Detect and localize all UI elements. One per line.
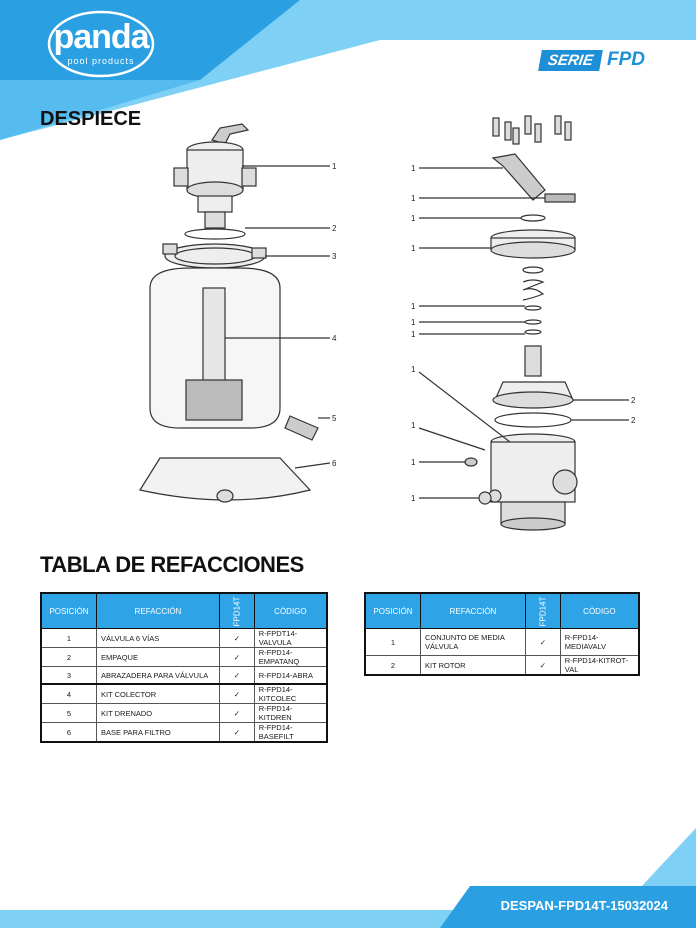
callout-right-4: 1 xyxy=(411,244,416,253)
callout-right-1: 1 xyxy=(411,164,416,173)
series-badge: SERIE FPD xyxy=(538,48,646,72)
col-header-code: CÓDIGO xyxy=(253,592,328,629)
document-code: DESPAN-FPD14T-15032024 xyxy=(500,898,668,913)
exploded-view-title: DESPIECE xyxy=(40,108,142,130)
callout-right-11: 1 xyxy=(411,421,416,430)
col-header-position: POSICIÓN xyxy=(364,592,421,629)
valve-exploded-diagram: 1 1 1 1 1 1 1 1 2 2 1 1 1 xyxy=(411,115,636,531)
footer-banner xyxy=(0,828,696,928)
col-header-position: POSICIÓN xyxy=(40,592,97,629)
brand-name: panda xyxy=(53,18,149,56)
col-header-part: REFACCIÓN xyxy=(420,592,526,629)
callout-left-1: 1 xyxy=(332,162,337,171)
callout-right-12: 1 xyxy=(411,458,416,467)
callout-right-5: 1 xyxy=(411,302,416,311)
parts-table-title: TABLA DE REFACCIONES xyxy=(40,552,304,577)
callout-right-9: 2 xyxy=(631,396,636,405)
callout-right-3: 1 xyxy=(411,214,416,223)
col-header-code: CÓDIGO xyxy=(559,592,640,629)
series-prefix: SERIE xyxy=(538,49,603,71)
valve-handle xyxy=(211,123,250,145)
callout-right-6: 1 xyxy=(411,318,416,327)
col-header-model: FPD14T xyxy=(525,592,561,629)
callout-right-8: 1 xyxy=(411,365,416,374)
callout-left-6: 6 xyxy=(332,459,337,468)
callout-left-4: 4 xyxy=(332,334,337,343)
callout-right-13: 1 xyxy=(411,494,416,503)
brand-logo: panda pool products xyxy=(46,8,156,78)
series-model: FPD xyxy=(607,49,646,70)
callout-left-3: 3 xyxy=(332,252,337,261)
callout-right-2: 1 xyxy=(411,194,416,203)
brand-tagline: pool products xyxy=(67,56,135,66)
header-banner xyxy=(0,0,696,140)
callout-left-5: 5 xyxy=(332,414,337,423)
col-header-part: REFACCIÓN xyxy=(96,592,220,629)
callout-left-2: 2 xyxy=(332,224,337,233)
col-header-model: FPD14T xyxy=(219,592,255,629)
filter-exploded-diagram: 1 2 3 4 5 6 xyxy=(139,123,337,503)
callout-right-7: 1 xyxy=(411,330,416,339)
callout-right-10: 2 xyxy=(631,416,636,425)
